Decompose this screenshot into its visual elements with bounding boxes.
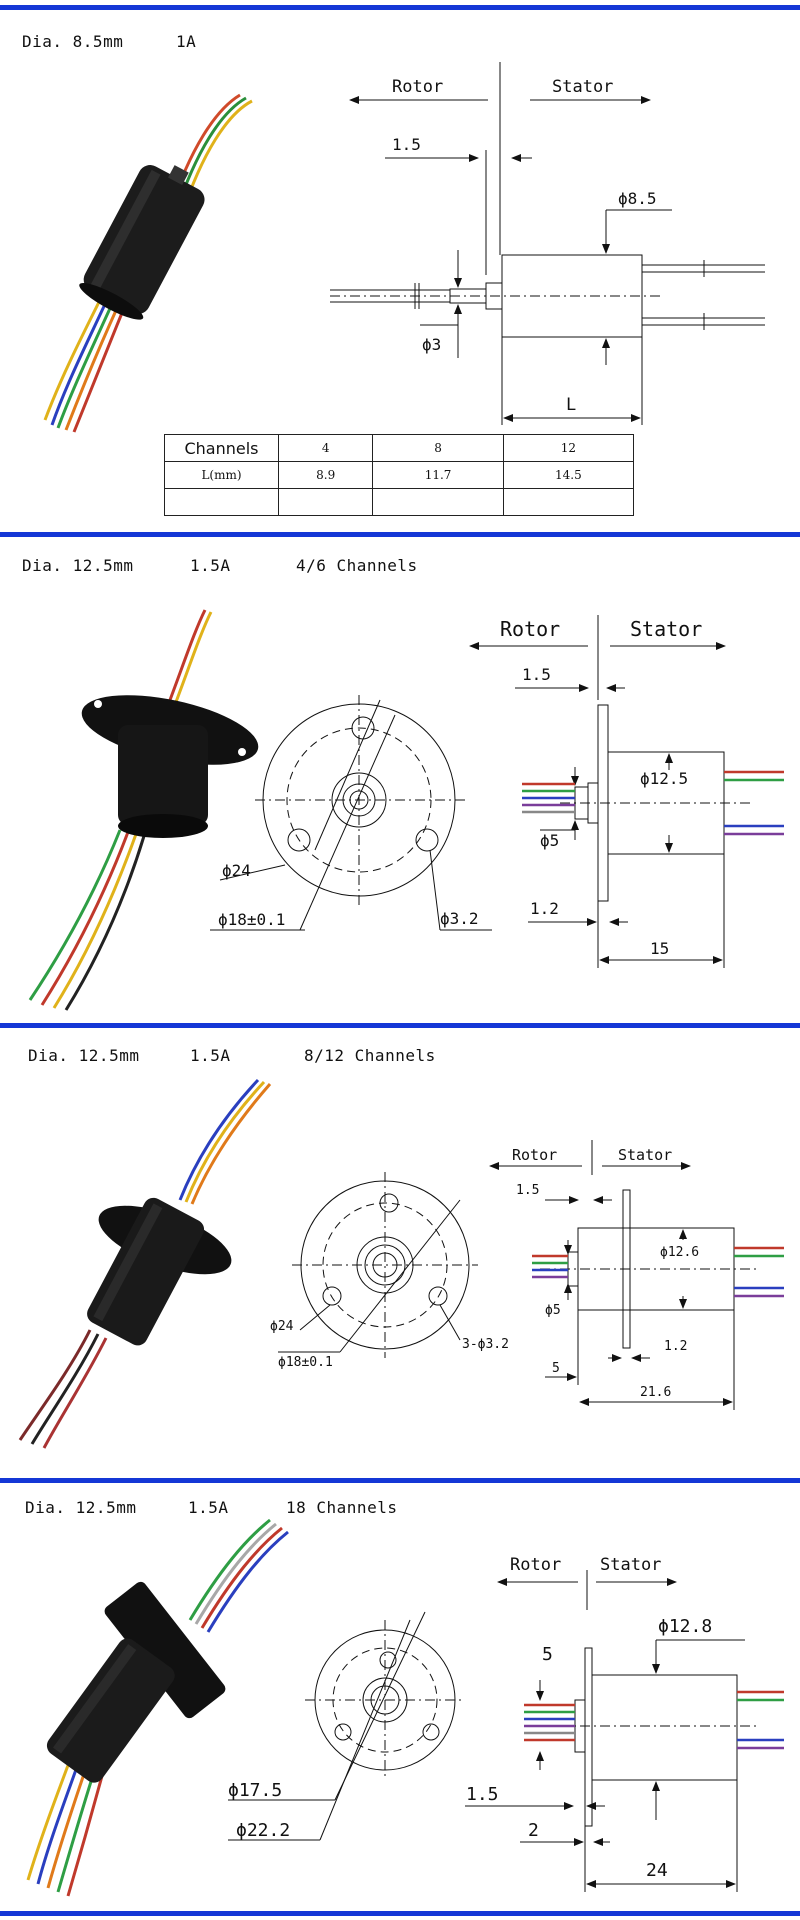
table-cell: 8.9 (277, 461, 374, 489)
s4-flange-dia-dim: ϕ22.2 (236, 1820, 290, 1841)
s1-rotor-label: Rotor (392, 77, 443, 97)
s2-shaft-dia-dim: ϕ5 (540, 831, 559, 850)
table-cell-empty (502, 488, 635, 516)
table-header-channels: Channels (164, 434, 279, 462)
section3-dia: Dia. 12.5mm (28, 1046, 140, 1065)
section4-product-photo (26, 1518, 289, 1897)
section1-product-photo (43, 93, 253, 433)
s2-flange-thickness-dim: 1.2 (530, 899, 559, 918)
s3-hole-dim: 3-ϕ3.2 (462, 1337, 509, 1352)
section2-channels: 4/6 Channels (296, 556, 418, 575)
section-divider-top (0, 5, 800, 10)
section3-product-photo (18, 1078, 272, 1449)
section1-drawing (330, 62, 765, 425)
s3-stator-label: Stator (618, 1146, 672, 1164)
section3-side-view (489, 1140, 760, 1410)
section3-channels: 8/12 Channels (304, 1046, 436, 1065)
section2-current: 1.5A (190, 556, 231, 575)
section4-side-view (465, 1570, 760, 1892)
s2-rotor-label: Rotor (500, 617, 560, 641)
s3-shoulder-dim: 1.5 (516, 1183, 539, 1198)
s3-length-dim: 21.6 (640, 1385, 671, 1400)
section4-channels: 18 Channels (286, 1498, 398, 1517)
s4-rotor-label: Rotor (510, 1555, 561, 1575)
s4-pcd-dim: ϕ17.5 (228, 1780, 282, 1801)
section4-current: 1.5A (188, 1498, 229, 1517)
section-divider-1 (0, 532, 800, 537)
s4-stator-label: Stator (600, 1555, 661, 1575)
s3-pcd-dim: ϕ18±0.1 (278, 1355, 333, 1370)
section3-current: 1.5A (190, 1046, 231, 1065)
section1-length-table: Channels 4 8 12 L(mm) 8.9 11.7 14.5 (164, 434, 635, 516)
section3-flange-view (278, 1172, 478, 1358)
s3-flange-dia-dim: ϕ24 (270, 1319, 294, 1334)
section2-product-photo (28, 609, 259, 1011)
s2-length-dim: 15 (650, 939, 669, 958)
section2-side-view (469, 615, 750, 968)
section2-flange-view (210, 695, 492, 931)
table-cell: 8 (372, 434, 504, 462)
s1-stator-label: Stator (552, 77, 613, 97)
s2-outer-dia-dim: ϕ12.5 (640, 769, 688, 788)
table-header-length: L(mm) (164, 461, 279, 489)
s2-pcd-dim: ϕ18±0.1 (218, 910, 285, 929)
s2-flange-dia-dim: ϕ24 (222, 861, 251, 880)
section1-current: 1A (176, 32, 197, 51)
table-cell-empty (277, 488, 374, 516)
s3-rotor-label: Rotor (512, 1146, 557, 1164)
s2-shoulder-dim: 1.5 (522, 665, 551, 684)
section-divider-3 (0, 1478, 800, 1483)
s3-shaft-dia-dim: ϕ5 (545, 1303, 561, 1318)
s4-length-dim: 24 (646, 1860, 668, 1881)
section4-flange-view (228, 1611, 465, 1841)
s2-hole-dim: ϕ3.2 (440, 909, 479, 928)
s1-length-dim: L (566, 395, 576, 415)
s3-rotor-len-dim: 5 (552, 1361, 560, 1376)
s4-outer-dia-dim: ϕ12.8 (658, 1616, 712, 1637)
table-cell: 12 (502, 434, 635, 462)
section4-dia: Dia. 12.5mm (25, 1498, 137, 1517)
section-divider-2 (0, 1023, 800, 1028)
table-cell-empty (372, 488, 504, 516)
s4-shoulder-dim: 1.5 (466, 1784, 499, 1805)
s1-outer-dia-dim: ϕ8.5 (618, 189, 657, 208)
table-cell-empty (164, 488, 279, 516)
section-divider-bottom (0, 1911, 800, 1916)
section2-dia: Dia. 12.5mm (22, 556, 134, 575)
s1-shaft-dia-dim: ϕ3 (422, 335, 441, 354)
s3-flange-thickness-dim: 1.2 (664, 1339, 687, 1354)
s4-flange-thickness-dim: 2 (528, 1820, 539, 1841)
s1-shoulder-dim: 1.5 (392, 135, 421, 154)
s2-stator-label: Stator (630, 617, 702, 641)
s3-outer-dia-dim: ϕ12.6 (660, 1245, 699, 1260)
s4-shaft-len-dim: 5 (542, 1644, 553, 1665)
section1-dia: Dia. 8.5mm (22, 32, 124, 51)
